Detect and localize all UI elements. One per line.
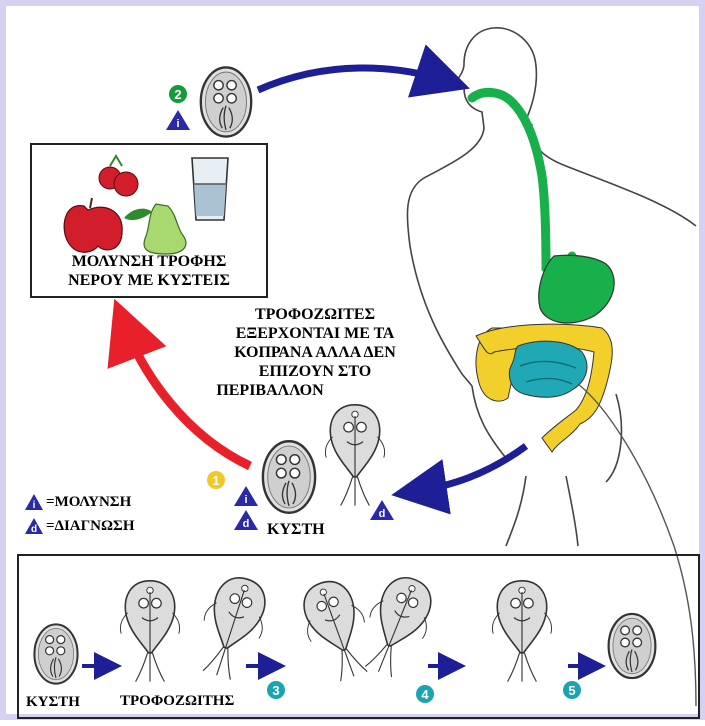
food-caption-line1: ΜΟΛΥΝΣΗ ΤΡΟΦΗΣ (71, 253, 227, 270)
triangle-d-icon-trophozoite: d (370, 500, 394, 520)
food-illustration (63, 154, 229, 255)
food-water-box (30, 143, 268, 298)
svg-text:d: d (243, 518, 250, 530)
food-caption-line2: ΝΕΡΟΥ ΜΕ ΚΥΣΤΕΙΣ (68, 272, 230, 289)
digestive-tract (467, 88, 697, 707)
troph-note-line5: ΠΕΡΙΒΑΛΛΟΝ (216, 382, 324, 399)
svg-text:i: i (176, 118, 179, 130)
triangle-d-icon-stage1: d (234, 510, 258, 530)
legend-diagnostic: d = ΔΙΑΓΝΩΣΗ (24, 517, 135, 535)
legend-infective-label: ΜΟΛΥΝΣΗ (54, 493, 132, 510)
trophozoite-icon-stage1 (324, 403, 386, 507)
cyst-label-main: ΚΥΣΤΗ (267, 521, 325, 538)
svg-text:1: 1 (212, 473, 219, 488)
legend-equals-2: = (46, 517, 55, 534)
trophozoites-label-bottom: ΤΡΟΦΟΖΩΙΤΗΣ (120, 693, 235, 709)
bottom-sequence-box (17, 554, 700, 719)
water-glass-icon (191, 157, 229, 221)
apple-icon (63, 197, 123, 253)
cyst-label-bottom: ΚΥΣΤΗ (26, 694, 80, 710)
cyst-icon-stage1 (261, 440, 317, 514)
arrow-to-mouth (256, 44, 470, 98)
triangle-d-icon-legend: d (25, 518, 43, 535)
svg-text:5: 5 (568, 683, 575, 698)
triangle-i-icon-stage2: i (166, 110, 190, 130)
raspberry-icon (98, 154, 139, 197)
bottom-sequence (33, 568, 657, 688)
cyst-icon-top (199, 66, 253, 138)
troph-note-line1: ΤΡΟΦΟΖΩΙΤΕΣ (254, 306, 376, 323)
pear-icon (124, 203, 187, 255)
trophozoite-note: ΤΡΟΦΟΖΩΙΤΕΣ ΕΞΕΡΧΟΝΤΑΙ ΜΕ ΤΑ ΚΟΠΡΑΝΑ ΑΛΛ… (196, 305, 434, 400)
svg-text:i: i (33, 500, 36, 511)
triangle-i-icon-stage1: i (234, 486, 258, 506)
stage-badge-1: 1 (207, 471, 225, 489)
triangle-i-icon-legend: i (25, 494, 43, 511)
legend-infective: i = ΜΟΛΥΝΣΗ (24, 493, 131, 511)
diagram-canvas: 2 1 3 4 5 i i d (33, 27, 697, 707)
svg-text:3: 3 (272, 683, 279, 698)
svg-text:4: 4 (421, 687, 429, 702)
svg-text:d: d (379, 508, 386, 520)
arrow-from-colon (391, 443, 529, 515)
svg-text:2: 2 (174, 87, 181, 102)
food-contamination-caption: ΜΟΛΥΝΣΗ ΤΡΟΦΗΣ ΝΕΡΟΥ ΜΕ ΚΥΣΤΕΙΣ (30, 252, 268, 290)
stage-badge-3: 3 (267, 681, 285, 699)
troph-note-line2: ΕΞΕΡΧΟΝΤΑΙ ΜΕ ΤΑ (235, 325, 395, 342)
troph-note-line3: ΚΟΠΡΑΝΑ ΑΛΛΑ ΔΕΝ (234, 344, 396, 361)
legend-equals-1: = (46, 493, 55, 510)
stage-badge-4: 4 (416, 685, 434, 703)
stage-badge-2: 2 (169, 85, 187, 103)
legend-diagnostic-label: ΔΙΑΓΝΩΣΗ (54, 517, 135, 534)
svg-text:d: d (31, 524, 37, 535)
troph-note-line4: ΕΠΙΖΟΥΝ ΣΤΟ (258, 363, 372, 380)
svg-text:i: i (244, 494, 247, 506)
arrow-to-food (107, 298, 252, 471)
stage-badge-5: 5 (563, 681, 581, 699)
